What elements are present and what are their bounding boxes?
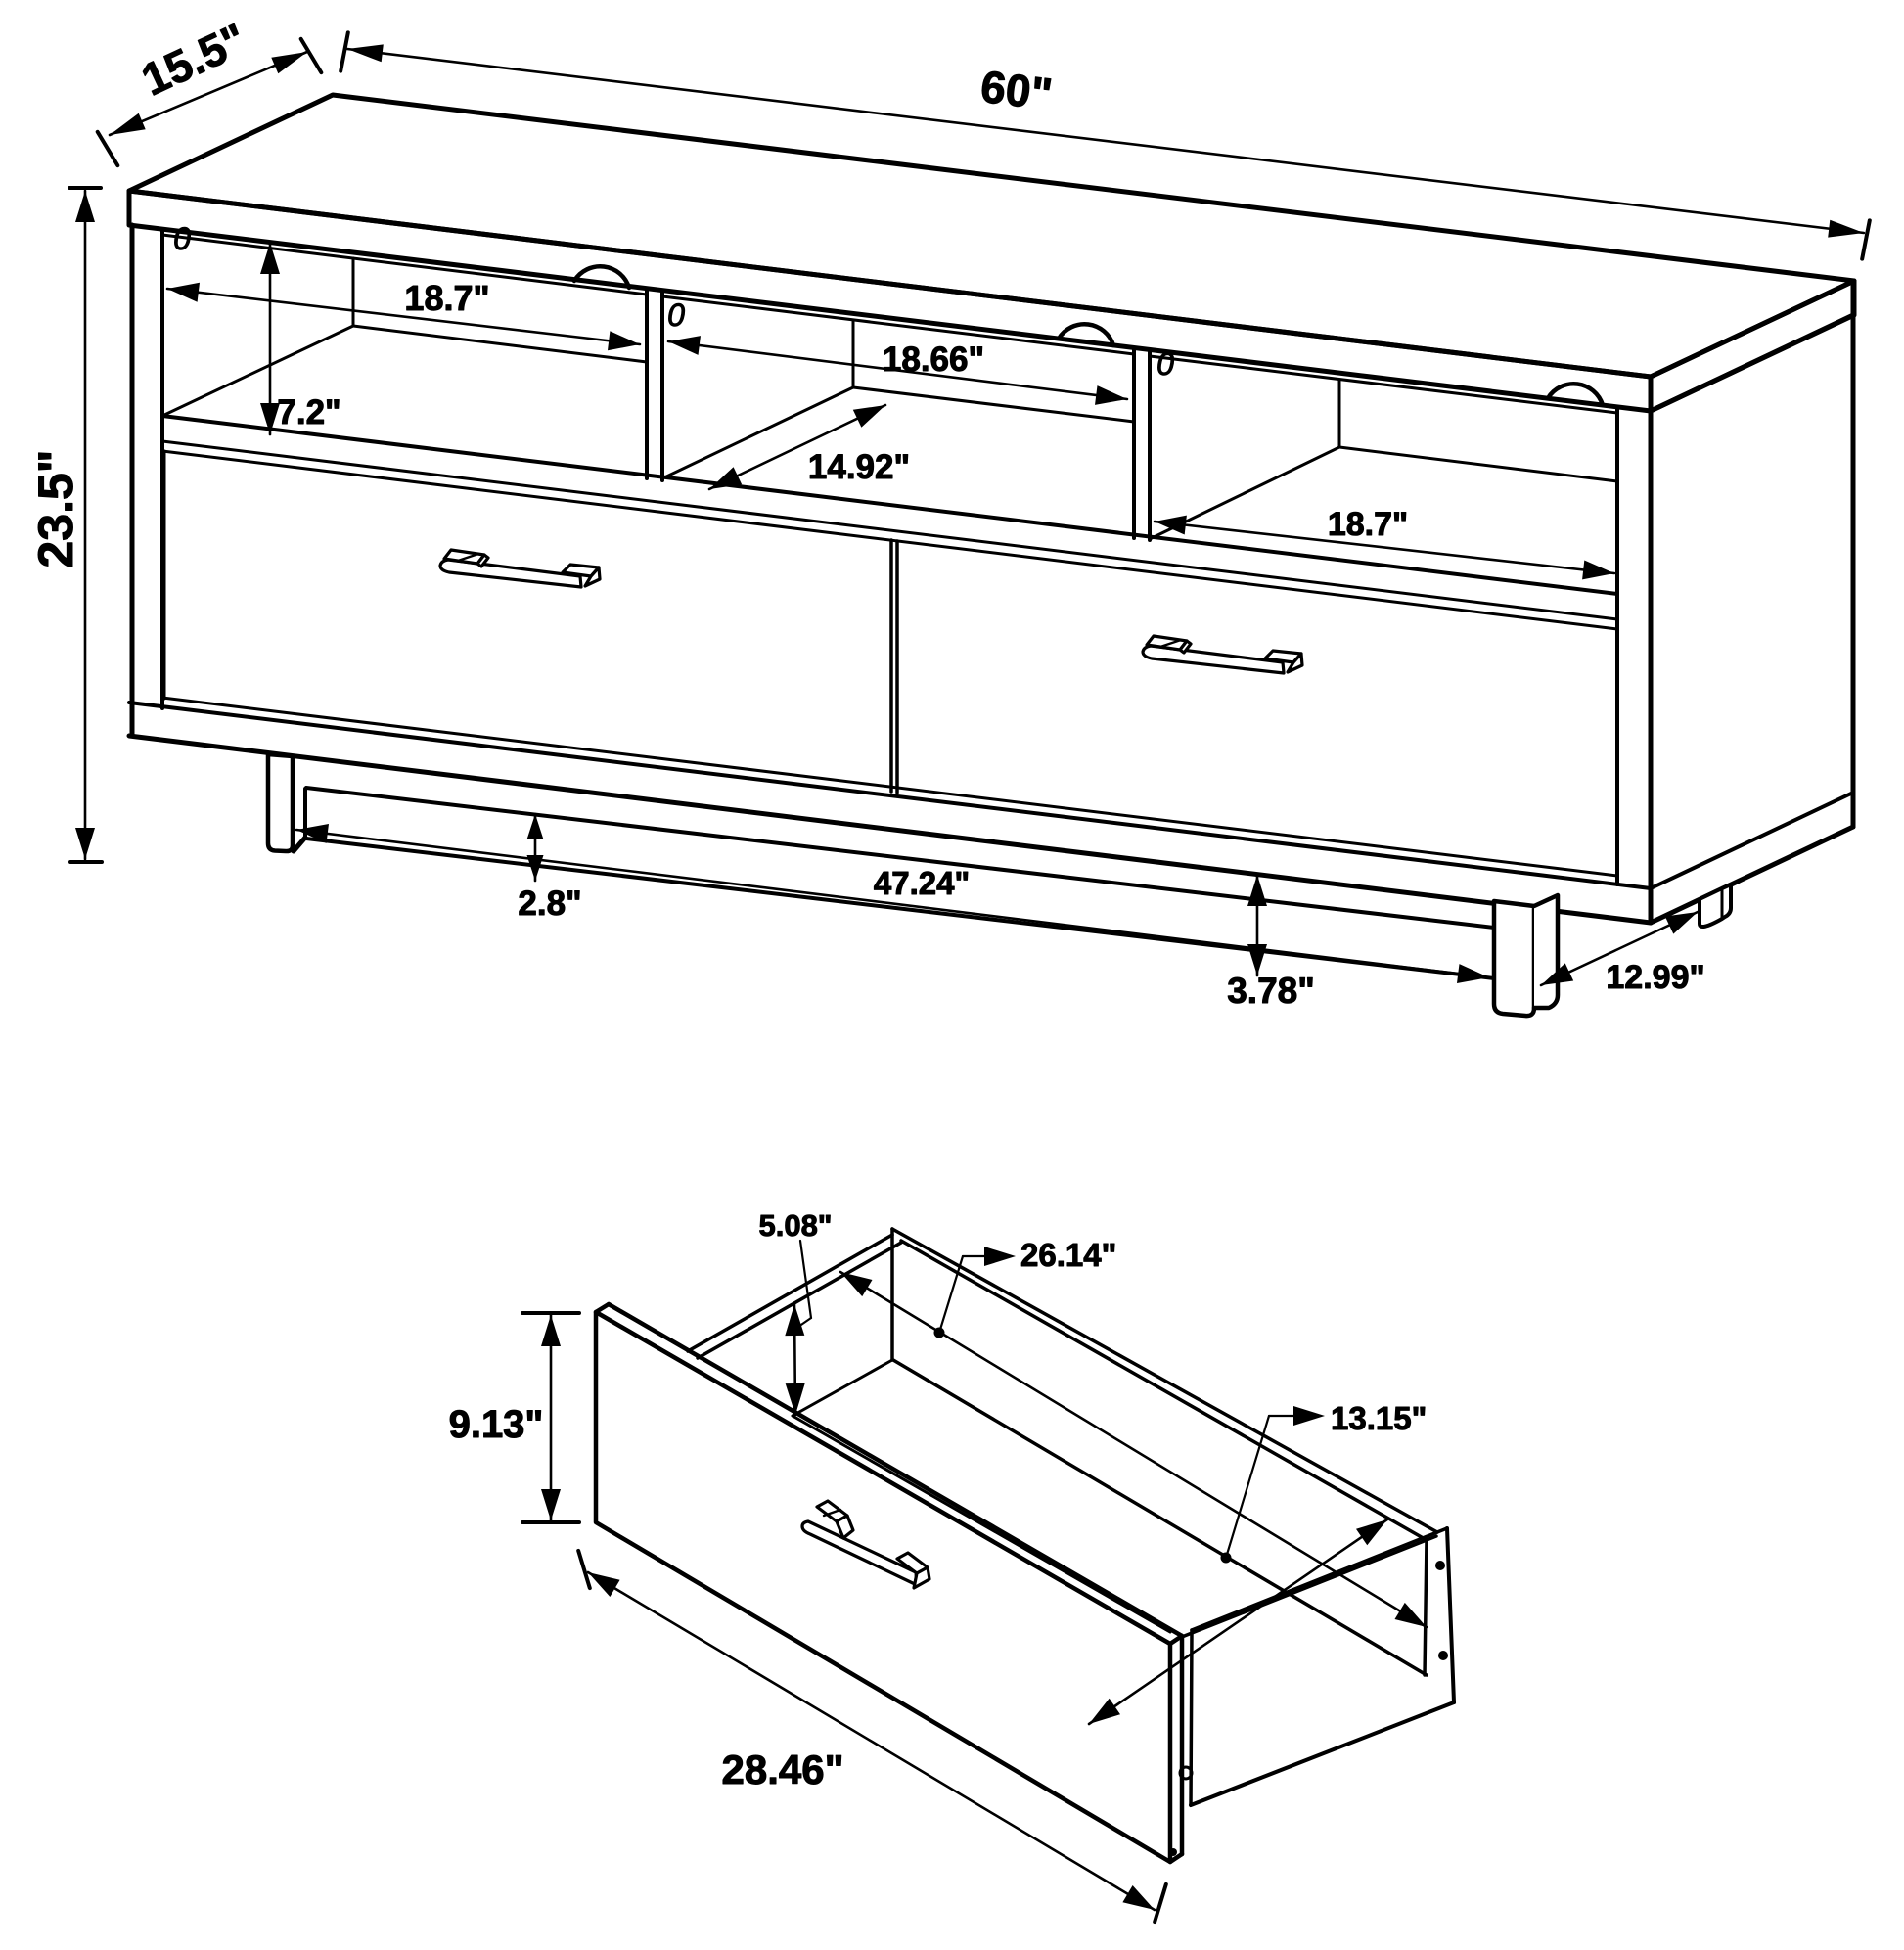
svg-text:28.46": 28.46" <box>721 1746 843 1792</box>
svg-text:18.7": 18.7" <box>404 278 489 318</box>
svg-text:0: 0 <box>1156 346 1174 382</box>
svg-text:14.92": 14.92" <box>808 448 910 486</box>
svg-text:5.08": 5.08" <box>758 1208 832 1243</box>
svg-text:0: 0 <box>667 297 685 333</box>
svg-text:18.66": 18.66" <box>883 340 984 379</box>
svg-text:13.15": 13.15" <box>1331 1400 1427 1436</box>
svg-text:12.99": 12.99" <box>1606 959 1704 996</box>
svg-text:0: 0 <box>173 221 191 256</box>
svg-text:60": 60" <box>978 61 1056 120</box>
svg-text:26.14": 26.14" <box>1020 1237 1116 1273</box>
svg-text:47.24": 47.24" <box>874 865 970 901</box>
svg-text:23.5": 23.5" <box>28 449 83 567</box>
svg-text:3.78": 3.78" <box>1227 971 1315 1011</box>
svg-text:2.8": 2.8" <box>518 884 581 923</box>
svg-text:7.2": 7.2" <box>277 393 340 431</box>
svg-text:9.13": 9.13" <box>449 1403 544 1446</box>
svg-text:18.7": 18.7" <box>1328 506 1408 543</box>
